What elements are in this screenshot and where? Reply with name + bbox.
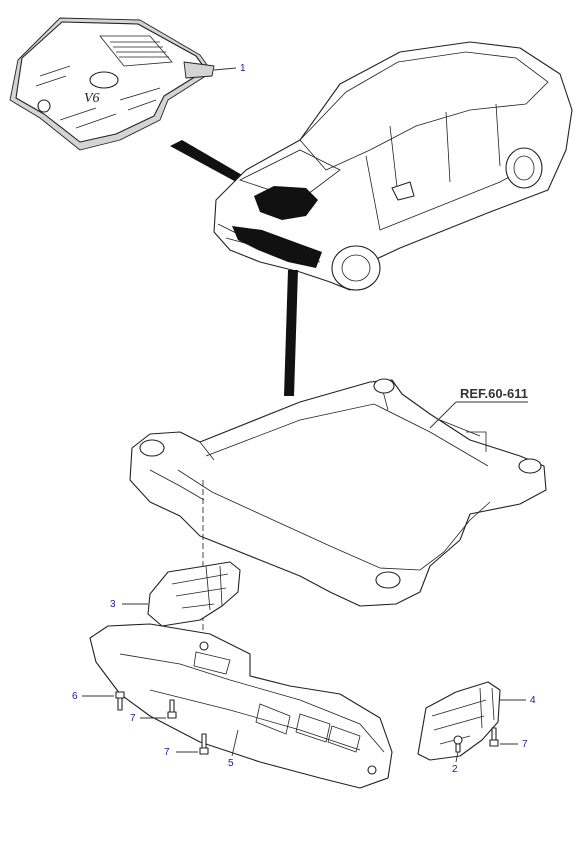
bolt-7-upper [167,699,177,719]
v6-emblem: V6 [84,91,100,106]
leader-line-2 [455,751,459,763]
leader-line-1 [213,67,237,71]
callout-7c: 7 [522,739,528,750]
callout-4: 4 [530,695,536,706]
callout-1: 1 [240,63,246,74]
engine-under-cover [89,623,393,789]
bolt-7-right [489,727,499,747]
callout-6: 6 [72,691,78,702]
side-shield-left [147,561,241,627]
leader-line-5 [231,729,239,757]
side-shield-right [417,681,501,761]
front-subframe [129,378,547,607]
arrow-car-to-subframe [284,270,298,396]
callout-7b: 7 [164,747,170,758]
bolt-7-lower [199,733,209,755]
callout-3: 3 [110,599,116,610]
engine-cover: V6 [9,17,215,151]
reference-label: REF.60-611 [460,386,528,401]
vehicle-body [213,41,573,291]
callout-7a: 7 [130,713,136,724]
bolt-6 [115,691,125,711]
clip-2 [453,735,463,753]
callout-5: 5 [228,758,234,769]
ref-leader [429,401,457,429]
callout-2: 2 [452,764,458,775]
